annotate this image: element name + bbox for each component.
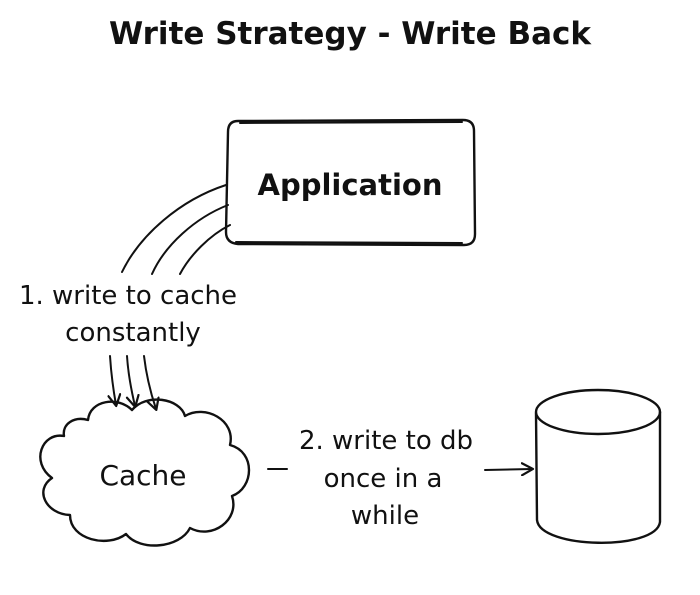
cache-cloud-shape <box>39 398 251 547</box>
cache-node: Cache <box>39 398 251 547</box>
flow-line-middle <box>151 204 229 275</box>
flow-line-inner <box>179 224 231 275</box>
cache-label: Cache <box>99 459 186 492</box>
write-to-cache-label-line1: 1. write to cache <box>19 281 237 311</box>
write-to-db-arrow <box>484 469 532 470</box>
application-box-sketch-line <box>235 121 463 244</box>
application-label: Application <box>258 168 443 202</box>
flow-line-outer <box>121 184 227 273</box>
database-cylinder-top <box>534 388 662 436</box>
application-node: Application <box>224 118 477 247</box>
database-cylinder-body <box>534 410 662 544</box>
write-to-db-label-line2: once in a <box>324 464 443 494</box>
write-to-db-label-line1: 2. write to db <box>299 426 473 456</box>
cache-arrow-2 <box>127 355 135 406</box>
diagram-title: Write Strategy - Write Back <box>109 16 592 52</box>
cache-arrow-1 <box>110 355 116 405</box>
write-to-db-edge: 2. write to db once in a while <box>267 426 532 531</box>
cache-arrow-3 <box>143 355 156 409</box>
write-to-cache-flow-lines <box>121 184 231 275</box>
write-to-db-label-line3: while <box>351 501 419 531</box>
application-box <box>224 118 477 247</box>
write-to-cache-label-line2: constantly <box>65 318 201 348</box>
write-to-cache-label: 1. write to cache constantly <box>19 281 237 348</box>
database-node <box>534 388 662 544</box>
